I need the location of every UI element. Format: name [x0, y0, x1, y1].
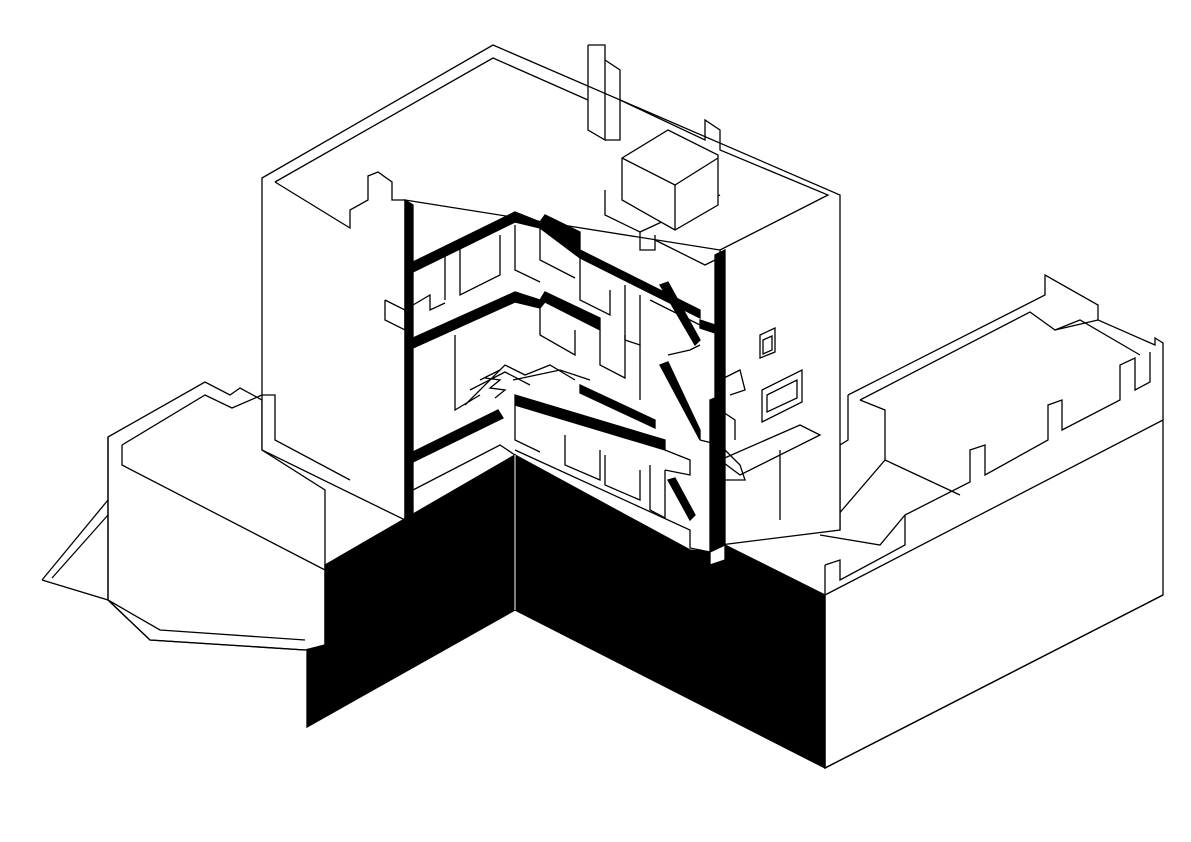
left-wing: [41, 381, 326, 651]
foundation-section: [306, 453, 1164, 770]
interior-details: [384, 225, 746, 553]
main-tower: [261, 44, 841, 546]
section-cut: [404, 198, 726, 554]
right-wing: [819, 273, 1164, 770]
